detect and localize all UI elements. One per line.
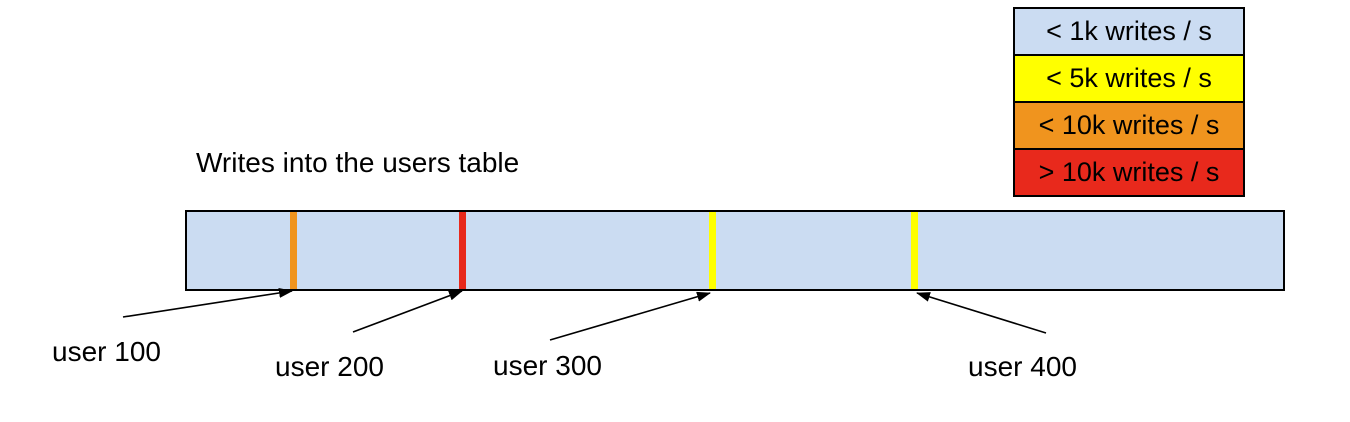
diagram-title: Writes into the users table [196, 147, 520, 178]
write-hotspot-user-100 [290, 212, 297, 289]
arrow-user-400 [916, 292, 1047, 334]
legend-item-label: < 10k writes / s [1038, 110, 1220, 140]
arrow-user-100 [122, 288, 293, 318]
callout-label-user-200: user 200 [275, 351, 384, 382]
arrow-user-300 [549, 291, 711, 341]
callout-label-user-400: user 400 [968, 351, 1077, 382]
legend-item-label: < 1k writes / s [1046, 16, 1212, 46]
legend-item-gt-10k: > 10k writes / s [1015, 150, 1243, 195]
write-hotspot-user-200 [459, 212, 466, 289]
legend-item-label: < 5k writes / s [1046, 63, 1212, 93]
callout-label-user-300: user 300 [493, 350, 602, 381]
legend-item-lt-5k: < 5k writes / s [1015, 56, 1243, 103]
callout-label-user-100: user 100 [52, 336, 161, 367]
users-table-keyspace-bar [185, 210, 1285, 291]
arrow-user-200 [352, 290, 463, 333]
write-hotspot-user-300 [709, 212, 716, 289]
legend-item-label: > 10k writes / s [1038, 157, 1220, 187]
legend: < 1k writes / s < 5k writes / s < 10k wr… [1013, 7, 1245, 197]
legend-item-lt-10k: < 10k writes / s [1015, 103, 1243, 150]
legend-item-lt-1k: < 1k writes / s [1015, 9, 1243, 56]
write-hotspot-user-400 [911, 212, 918, 289]
